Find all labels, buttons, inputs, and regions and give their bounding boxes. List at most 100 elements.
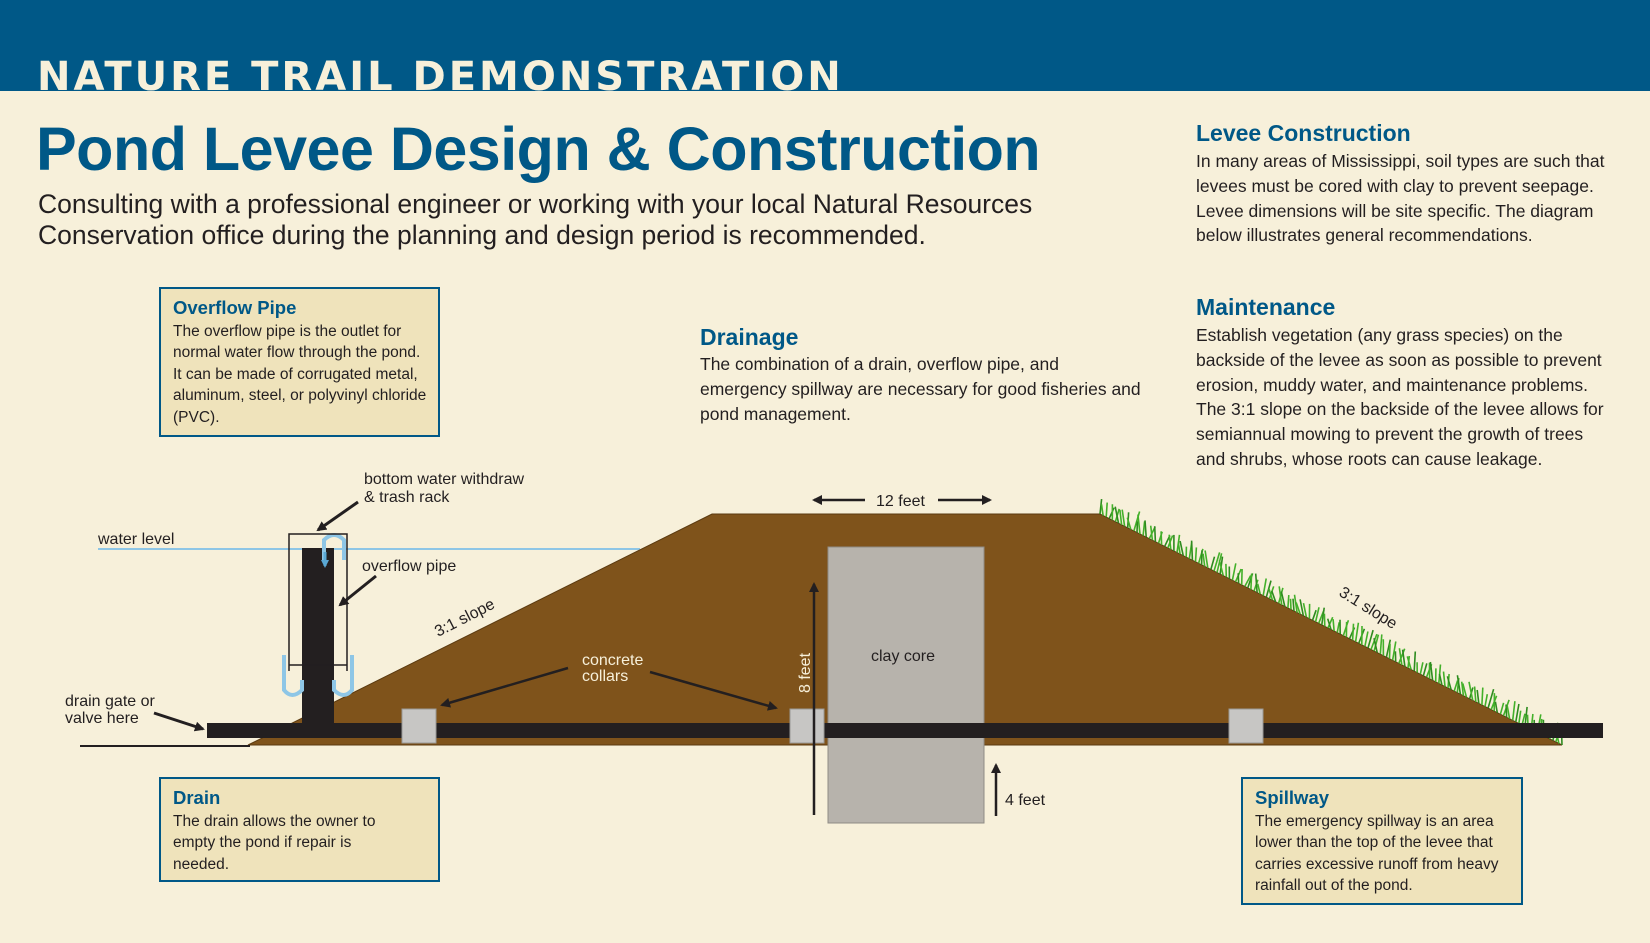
drain-box-text: The drain allows the owner to empty the … — [173, 813, 376, 873]
grass-blade — [1327, 616, 1334, 629]
drain-gate-arrow — [153, 711, 205, 732]
grass-blade — [1311, 609, 1317, 621]
grass-blade — [1254, 573, 1258, 593]
withdraw-label-line2: & trash rack — [364, 489, 450, 506]
bottom-withdraw-pipe-left — [282, 655, 304, 697]
grass-blade — [1244, 575, 1252, 587]
band-title: NATURE TRAIL DEMONSTRATION — [37, 54, 844, 91]
grass-blade — [1446, 676, 1452, 690]
grass-blade — [1149, 525, 1154, 541]
grass-blade — [1456, 675, 1462, 695]
grass-blade — [1453, 680, 1459, 692]
grass-blade — [1314, 607, 1320, 622]
grass-blade — [1250, 573, 1253, 590]
grass-blade — [1302, 602, 1308, 618]
grass-blade — [1419, 662, 1424, 675]
grass-blade — [1462, 683, 1468, 698]
top-inlet-pipe — [322, 533, 346, 560]
top-width-label: 12 feet — [876, 493, 925, 510]
drain-box-heading: Drain — [173, 787, 221, 808]
grass-blade — [1121, 509, 1126, 527]
grass-blade — [1413, 651, 1417, 672]
core-depth-label: 4 feet — [1005, 792, 1046, 809]
grass-blade — [1505, 704, 1508, 718]
grass-blade — [1256, 583, 1261, 595]
grass-blade — [1210, 556, 1216, 570]
grass-blade — [1287, 595, 1290, 608]
grass-blade — [1515, 703, 1520, 723]
drain-gate-label-line2: valve here — [65, 710, 139, 727]
grass-blade — [1511, 701, 1516, 721]
grass-blade — [1401, 649, 1406, 667]
grass-blade — [1499, 702, 1505, 715]
grass-blade — [1119, 509, 1123, 525]
grass-blade — [1190, 540, 1194, 561]
grass-blade — [1506, 705, 1511, 719]
grass-blade — [1153, 526, 1157, 542]
grass-blade — [1142, 521, 1146, 536]
grass-blade — [1336, 622, 1340, 633]
overflow-riser — [302, 548, 334, 726]
grass-blade — [1364, 631, 1369, 647]
grass-blade — [1179, 540, 1184, 556]
grass-blade — [1398, 648, 1403, 666]
grass-blade — [1262, 578, 1267, 596]
grass-blade — [1351, 623, 1355, 641]
concrete-collar — [401, 708, 437, 744]
grass-blade — [1278, 586, 1283, 606]
clay-core-label: clay core — [871, 648, 935, 665]
grass-blade — [1518, 710, 1522, 724]
overflow-pipe-arrow — [338, 574, 377, 607]
grass-blade — [1481, 687, 1484, 706]
grass-blade — [1379, 634, 1383, 655]
drain-box: Drain The drain allows the owner to empt… — [159, 777, 440, 882]
grass-blade — [1202, 553, 1206, 567]
grass-blade — [1177, 542, 1181, 555]
grass-blade — [1231, 563, 1237, 581]
page-title: Pond Levee Design & Construction — [36, 115, 1041, 183]
grass-blade — [1105, 502, 1108, 518]
grass-blade — [1289, 598, 1292, 610]
grass-blade — [1476, 689, 1480, 704]
overflow-pipe-box-text: The overflow pipe is the outlet for norm… — [173, 323, 427, 426]
grass-blade — [1114, 506, 1120, 524]
overflow-pipe-label: overflow pipe — [362, 558, 456, 575]
grass-blade — [1422, 663, 1428, 676]
grass-blade — [1126, 517, 1132, 530]
grass-blade — [1442, 671, 1446, 687]
withdraw-arrow — [316, 500, 359, 532]
grass-blade — [1373, 634, 1380, 652]
maintenance-text: Establish vegetation (any grass species)… — [1196, 325, 1604, 469]
grass-blade — [1213, 552, 1221, 572]
grass-blade — [1194, 547, 1198, 562]
grass-blade — [1292, 598, 1295, 612]
grass-blade — [1332, 619, 1335, 632]
grass-blade — [1494, 701, 1499, 713]
grass-blade — [1438, 664, 1442, 684]
grass-blade — [1367, 629, 1374, 649]
concrete-collar — [789, 708, 825, 744]
grass-blade — [1354, 622, 1360, 642]
collar-arrow-left — [440, 666, 569, 708]
water-level-label: water level — [97, 531, 174, 548]
back-slope-label: 3:1 slope — [1336, 584, 1400, 633]
grass-blade — [1385, 639, 1392, 658]
grass-blade — [1468, 681, 1474, 701]
collars-label-line1: concrete — [582, 652, 643, 669]
concrete-collar — [1228, 708, 1264, 744]
grass-blade — [1168, 534, 1172, 550]
drain-gate-label-line1: drain gate or — [65, 693, 156, 710]
grass-blade — [1100, 504, 1104, 516]
bottom-withdraw-pipe-right — [332, 655, 354, 697]
collars-label-line2: collars — [582, 668, 628, 685]
withdraw-label-line1: bottom water withdraw — [364, 471, 525, 488]
grass-blade — [1099, 499, 1103, 515]
grass-blade — [1299, 599, 1305, 616]
grass-blade — [1460, 681, 1465, 696]
overflow-pipe-box-heading: Overflow Pipe — [173, 297, 297, 318]
grass-blade — [1406, 656, 1412, 670]
grass-blade — [1370, 633, 1378, 650]
grass-blade — [1473, 686, 1477, 702]
